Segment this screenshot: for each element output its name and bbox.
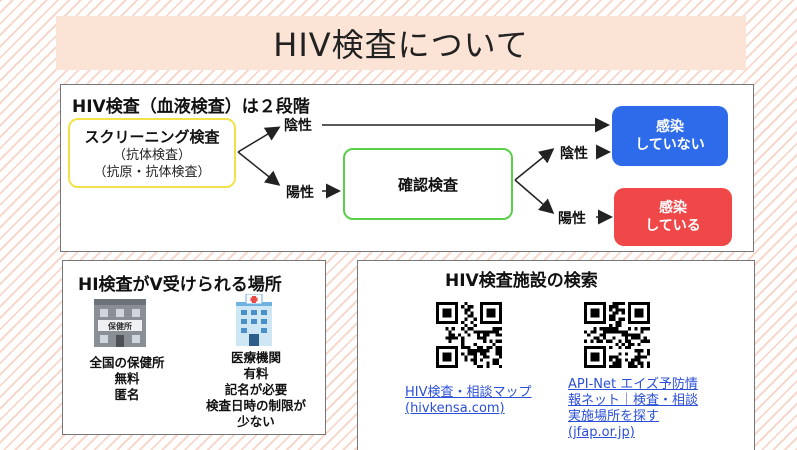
medical-schedule-line1: 検査日時の制限が (205, 398, 306, 413)
medical-institution-caption: 医療機関 有料 記名が必要 検査日時の制限が 少ない (196, 350, 316, 430)
qr-code-icon (436, 302, 502, 368)
health-center-anonymity: 匿名 (114, 387, 140, 402)
medical-schedule-line2: 少ない (237, 414, 275, 429)
hiv-test-map-link[interactable]: HIV検査・相談マップ (hivkensa.com) (405, 385, 555, 417)
label-negative-2: 陰性 (560, 146, 588, 162)
places-heading: HI検査がV受けられる場所 (78, 275, 282, 295)
qr-code-icon (584, 302, 650, 368)
label-positive-2: 陽性 (558, 211, 586, 227)
medical-cost: 有料 (243, 366, 269, 381)
api-net-link[interactable]: API-Net エイズ予防情 報ネット｜検査・相談 実施場所を探す (jfap.… (568, 377, 728, 441)
page-title: HIV検査について (56, 16, 746, 70)
medical-name: 医療機関 (230, 350, 281, 365)
api-net-link-line2[interactable]: 報ネット｜検査・相談 (568, 393, 699, 408)
api-net-link-line3[interactable]: 実施場所を探す (568, 409, 660, 424)
health-center-caption: 全国の保健所 無料 匿名 (72, 355, 182, 403)
health-center-building-icon: 保健所 (94, 299, 146, 347)
flow-heading: HIV検査（血液検査）は２段階 (72, 97, 310, 117)
test-places-panel (62, 260, 326, 435)
api-net-link-domain[interactable]: (jfap.or.jp) (568, 425, 635, 440)
result-infected-line1: 感染 (659, 200, 687, 216)
facility-search-panel (357, 260, 755, 450)
search-heading: HIV検査施設の検索 (445, 271, 598, 291)
health-center-name: 全国の保健所 (89, 355, 165, 370)
result-not-infected-line1: 感染 (656, 119, 684, 135)
label-negative-1: 陰性 (284, 118, 312, 134)
result-infected-line2: している (645, 218, 701, 234)
health-center-cost: 無料 (114, 371, 140, 386)
hiv-test-map-link-domain[interactable]: (hivkensa.com) (405, 401, 505, 416)
screening-sub2: （抗原・抗体検査） (93, 164, 211, 180)
screening-sub1: （抗体検査） (112, 147, 191, 163)
medical-name-required: 記名が必要 (224, 382, 288, 397)
label-positive-1: 陽性 (286, 185, 314, 201)
screening-title: スクリーニング検査 (84, 127, 220, 146)
hiv-test-map-link-text[interactable]: HIV検査・相談マップ (405, 385, 532, 400)
confirmation-test-box: 確認検査 (343, 148, 513, 220)
result-not-infected: 感染 していない (612, 106, 728, 166)
result-infected: 感染 している (614, 188, 732, 246)
screening-test-box: スクリーニング検査 （抗体検査） （抗原・抗体検査） (68, 118, 236, 188)
result-not-infected-line2: していない (635, 137, 705, 153)
health-center-sign: 保健所 (107, 321, 132, 331)
api-net-link-line1[interactable]: API-Net エイズ予防情 (568, 377, 698, 392)
hospital-building-icon (236, 294, 272, 346)
